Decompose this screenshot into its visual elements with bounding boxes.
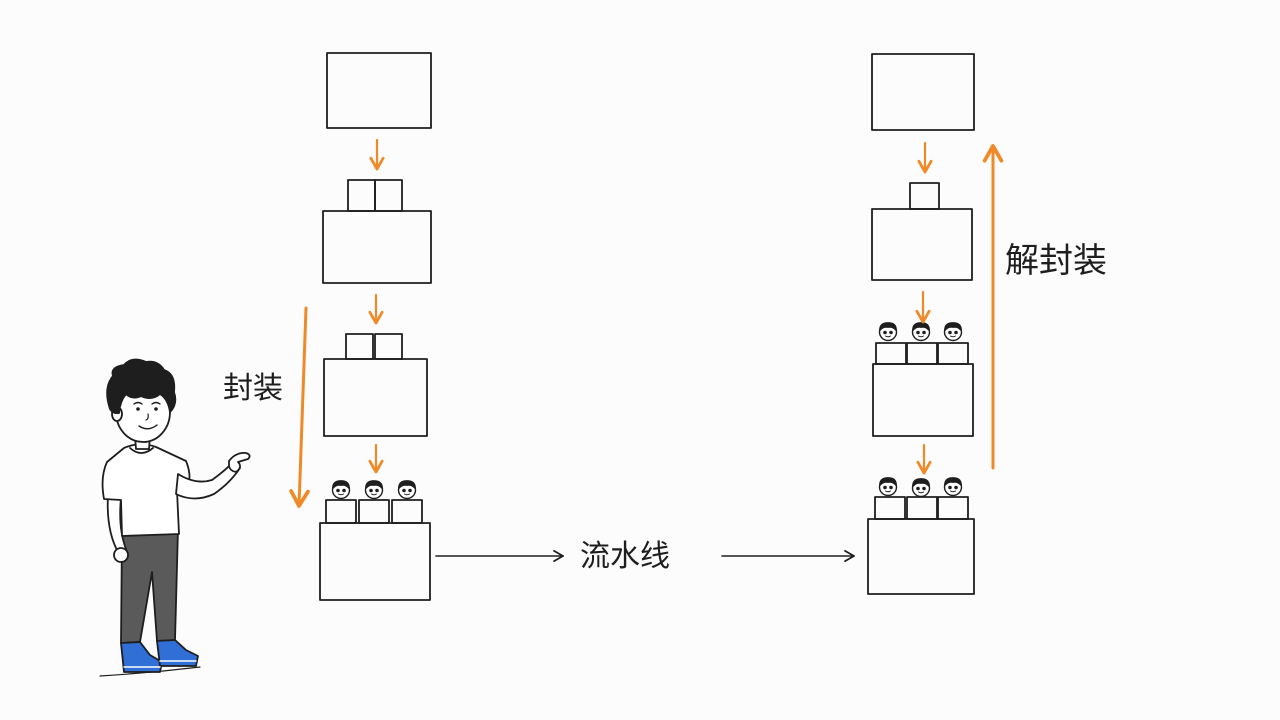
encapsulate-arrow xyxy=(289,306,310,508)
face-icon xyxy=(878,477,898,497)
left-box-3 xyxy=(323,333,428,437)
right-box-2 xyxy=(871,182,973,281)
right-stack xyxy=(867,53,975,595)
left-box-4 xyxy=(319,480,431,601)
right-box-1 xyxy=(871,53,975,131)
decapsulate-label: 解封装 xyxy=(1005,241,1107,281)
face-icon xyxy=(397,480,417,500)
pipeline-label: 流水线 xyxy=(580,539,670,574)
person-illustration xyxy=(99,358,251,677)
face-icon xyxy=(331,480,351,500)
left-stack xyxy=(319,52,432,601)
face-icon xyxy=(943,322,963,342)
face-icon xyxy=(911,322,931,342)
left-box-2 xyxy=(322,179,432,284)
left-box-1 xyxy=(326,52,432,129)
right-box-4 xyxy=(867,477,975,595)
face-icon xyxy=(878,322,898,342)
face-icon xyxy=(911,478,931,498)
encapsulate-label: 封装 xyxy=(223,371,283,406)
face-icon xyxy=(943,477,963,497)
right-box-3 xyxy=(872,322,974,437)
face-icon xyxy=(364,480,384,500)
